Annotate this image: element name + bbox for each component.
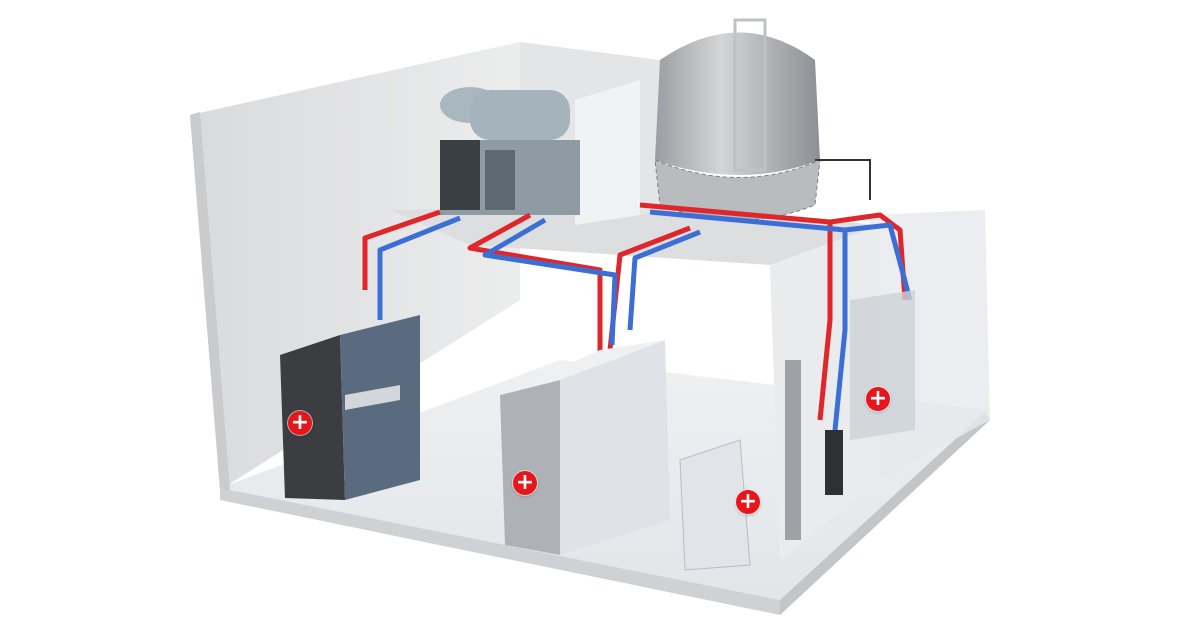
rear-rack [850, 290, 915, 440]
plus-icon: + [868, 386, 888, 411]
plus-icon: + [738, 489, 758, 514]
chiller [440, 87, 580, 215]
return-pipes [377, 209, 913, 431]
server-rack-row [280, 315, 420, 500]
left-wall [190, 42, 520, 490]
cooling-unit [679, 360, 843, 571]
hotspot-immersion-cooling[interactable]: + [513, 471, 537, 495]
hotspot-cooling-unit[interactable]: + [736, 490, 760, 514]
plus-icon: + [515, 470, 535, 495]
floor-edge [220, 488, 780, 615]
liquid-cooling-tank [500, 340, 670, 555]
cooling-tower [654, 18, 871, 221]
hotspot-rear-rack[interactable]: + [866, 387, 890, 411]
hotspot-air-cooled-racks[interactable]: + [288, 411, 312, 435]
plus-icon: + [290, 410, 310, 435]
